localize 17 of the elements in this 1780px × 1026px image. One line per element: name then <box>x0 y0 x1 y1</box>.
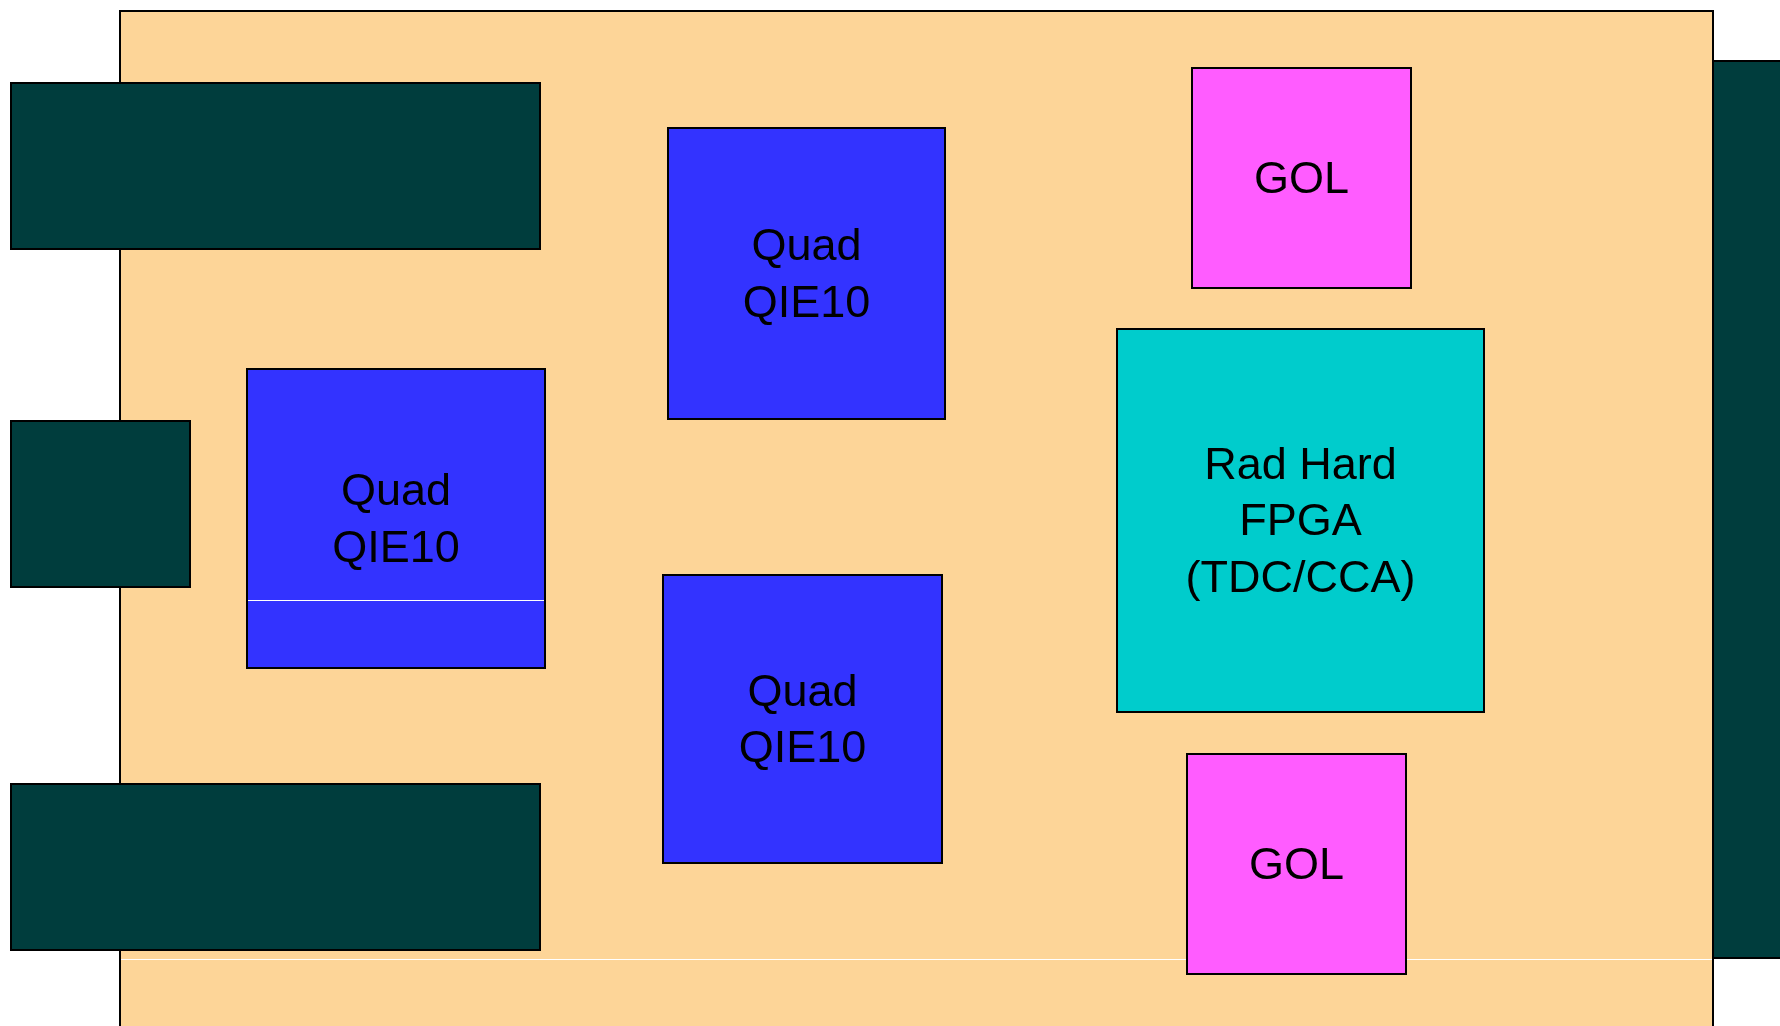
connector-block <box>10 783 541 951</box>
chip-label: Quad QIE10 <box>737 663 868 774</box>
connector-block <box>10 82 541 250</box>
chip-box <box>662 574 943 864</box>
chip-label: GOL <box>1252 150 1350 205</box>
chip-label: Quad QIE10 <box>331 463 461 574</box>
chip-box <box>1186 753 1407 975</box>
chip-box <box>1191 67 1412 289</box>
chip-label: Rad Hard FPGA (TDC/CCA) <box>1184 437 1417 604</box>
chip-box <box>1116 328 1485 713</box>
chip-box <box>246 368 546 669</box>
chip-label: Quad QIE10 <box>741 218 872 329</box>
connector-block <box>1712 60 1780 959</box>
circuit-board <box>119 10 1714 1026</box>
chip-box <box>667 127 946 420</box>
connector-block <box>10 420 191 588</box>
chip-label: GOL <box>1247 836 1345 891</box>
